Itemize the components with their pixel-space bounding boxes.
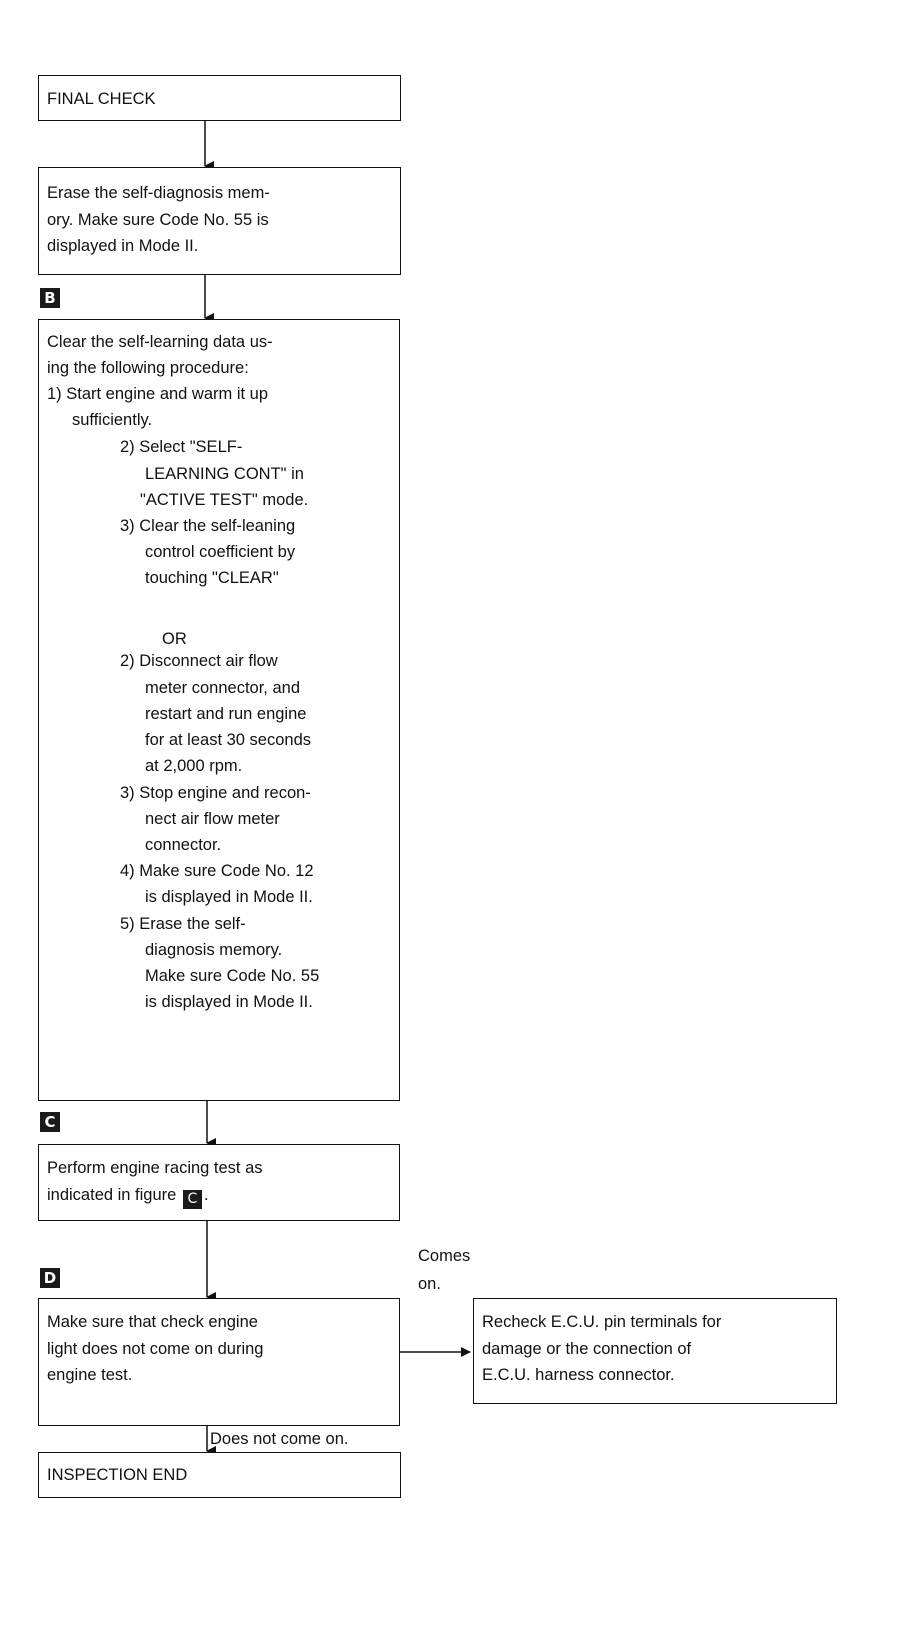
notool-step5-line-1: 5) Erase the self-	[120, 915, 246, 933]
inspection-end-label: INSPECTION END	[47, 1466, 188, 1484]
notool-step2-line-3: restart and run engine	[145, 705, 307, 723]
recheck-line-3: E.C.U. harness connector.	[482, 1366, 675, 1384]
tool-step3-line-2: control coefficient by	[145, 543, 296, 561]
inspection-end-box: INSPECTION END	[38, 1452, 401, 1498]
marker-b: B	[40, 288, 60, 308]
tool-step2-line-3: "ACTIVE TEST" mode.	[140, 491, 309, 509]
check-line-2: light does not come on during	[47, 1339, 264, 1358]
recheck-line-1: Recheck E.C.U. pin terminals for	[482, 1313, 722, 1331]
check-line-3: engine test.	[47, 1366, 133, 1384]
clear-intro-line-1: Clear the self-learning data us-	[47, 333, 273, 351]
notool-step5-line-4: is displayed in Mode II.	[145, 993, 313, 1011]
notool-step3-line-1: 3) Stop engine and recon-	[120, 784, 311, 802]
tool-step2-line-2: LEARNING CONT" in	[145, 465, 304, 483]
step1-line-1: 1) Start engine and warm it up	[47, 385, 269, 403]
racing-line-2-end: .	[203, 1185, 209, 1204]
marker-c: C	[40, 1112, 60, 1132]
racing-test-box: Perform engine racing test as indicated …	[38, 1144, 400, 1221]
notool-step2-line-2: meter connector, and	[145, 679, 301, 697]
erase-line-3: displayed in Mode II.	[47, 237, 199, 255]
step1-line-2: sufficiently.	[72, 411, 153, 429]
tool-step3-line-3: touching "CLEAR"	[145, 569, 279, 587]
or-label: OR	[158, 629, 191, 649]
recheck-line-2: damage or the connection of	[482, 1339, 692, 1358]
notool-step4-line-1: 4) Make sure Code No. 12	[120, 862, 314, 880]
racing-line-1: Perform engine racing test as	[47, 1159, 263, 1177]
notool-step5-line-2: diagnosis memory.	[145, 941, 283, 959]
tool-step2-line-1: 2) Select "SELF-	[120, 438, 243, 456]
erase-line-1: Erase the self-diagnosis mem-	[47, 184, 270, 202]
notool-step3-line-3: connector.	[145, 836, 222, 854]
erase-line-2: ory. Make sure Code No. 55 is	[47, 210, 269, 229]
erase-memory-box: Erase the self-diagnosis mem- ory. Make …	[38, 167, 401, 275]
comes-on-label-2: on.	[418, 1275, 441, 1293]
racing-line-2: indicated in figure C.	[47, 1182, 391, 1209]
check-engine-box: Make sure that check engine light does n…	[38, 1298, 400, 1426]
notool-step3-line-2: nect air flow meter	[145, 810, 280, 828]
tool-step3-line-1: 3) Clear the self-leaning	[120, 517, 296, 535]
clear-self-learning-box	[38, 319, 400, 1101]
notool-step2-line-5: at 2,000 rpm.	[145, 757, 243, 775]
final-check-box: FINAL CHECK	[38, 75, 401, 121]
clear-intro-line-2: ing the following procedure:	[47, 359, 249, 377]
recheck-ecu-box: Recheck E.C.U. pin terminals for damage …	[473, 1298, 837, 1404]
does-not-come-on-label: Does not come on.	[210, 1430, 349, 1448]
notool-step5-line-3: Make sure Code No. 55	[145, 967, 320, 985]
racing-figure-marker: C	[182, 1189, 202, 1209]
comes-on-label-1: Comes	[418, 1247, 471, 1265]
notool-step4-line-2: is displayed in Mode II.	[145, 888, 313, 906]
notool-step2-line-1: 2) Disconnect air flow	[120, 652, 278, 670]
racing-line-2-text: indicated in figure	[47, 1185, 177, 1204]
marker-d: D	[40, 1268, 60, 1288]
final-check-label: FINAL CHECK	[47, 90, 156, 108]
check-line-1: Make sure that check engine	[47, 1313, 258, 1331]
notool-step2-line-4: for at least 30 seconds	[145, 731, 312, 749]
